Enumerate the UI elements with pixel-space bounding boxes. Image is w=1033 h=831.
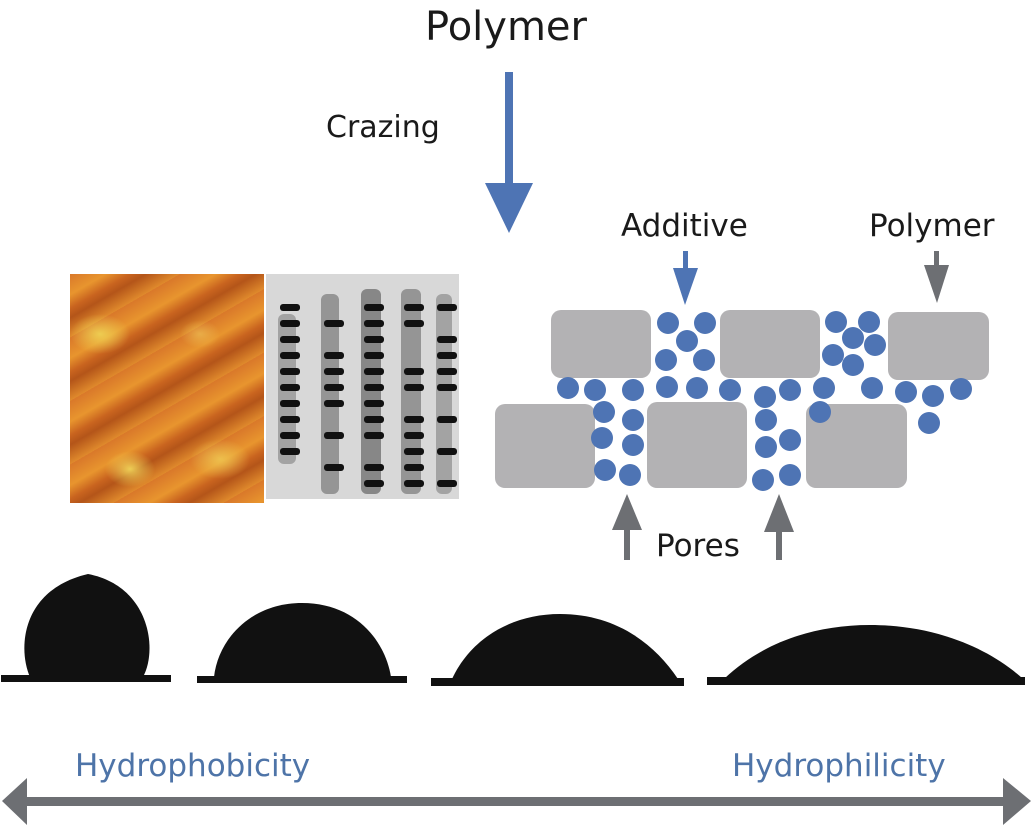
polymer-block: [888, 312, 989, 380]
additive-arrow: [673, 251, 698, 305]
polymer-block: [551, 310, 651, 378]
additive-particle: [655, 349, 677, 371]
additive-particle: [622, 379, 644, 401]
droplet-2: [197, 603, 407, 683]
additive-particle: [895, 381, 917, 403]
polymer-arrow: [924, 251, 949, 303]
additive-particle: [619, 464, 641, 486]
additive-particle: [822, 344, 844, 366]
additive-particle: [694, 312, 716, 334]
additive-particle: [622, 434, 644, 456]
additive-particle: [593, 401, 615, 423]
additive-particle: [693, 349, 715, 371]
additive-particle: [594, 459, 616, 481]
contact-angle-droplets: [1, 574, 1025, 686]
polymer-blocks: [495, 310, 989, 488]
additive-particle: [752, 469, 774, 491]
additive-particle: [918, 412, 940, 434]
wettability-scale-arrow: [2, 778, 1031, 825]
polymer-block: [647, 402, 747, 488]
additive-particle: [950, 378, 972, 400]
additive-particle: [861, 377, 883, 399]
additive-particle: [591, 427, 613, 449]
additive-particle: [842, 327, 864, 349]
additive-particle: [755, 409, 777, 431]
droplet-3: [431, 614, 684, 686]
additive-particle: [719, 379, 741, 401]
additive-particle: [754, 386, 776, 408]
additive-particle: [755, 436, 777, 458]
additive-particle: [686, 377, 708, 399]
additive-particle: [657, 312, 679, 334]
additive-particle: [779, 379, 801, 401]
additive-particle: [584, 379, 606, 401]
additive-particle: [676, 330, 698, 352]
additive-particle: [922, 385, 944, 407]
additive-particle: [825, 311, 847, 333]
droplet-1: [1, 574, 171, 682]
polymer-block: [495, 404, 595, 488]
additive-particle: [809, 401, 831, 423]
additive-particle: [858, 311, 880, 333]
additive-particle: [779, 464, 801, 486]
additive-particle: [864, 334, 886, 356]
crazing-arrow: [485, 72, 533, 233]
pores-arrow-left: [612, 494, 642, 560]
additive-particle: [656, 376, 678, 398]
additive-particle: [622, 409, 644, 431]
polymer-block: [720, 310, 820, 378]
additive-particle: [557, 377, 579, 399]
additive-particle: [779, 429, 801, 451]
droplet-4: [707, 625, 1025, 685]
pores-arrow-right: [764, 494, 794, 560]
additive-particle: [842, 354, 864, 376]
additive-particle: [813, 377, 835, 399]
